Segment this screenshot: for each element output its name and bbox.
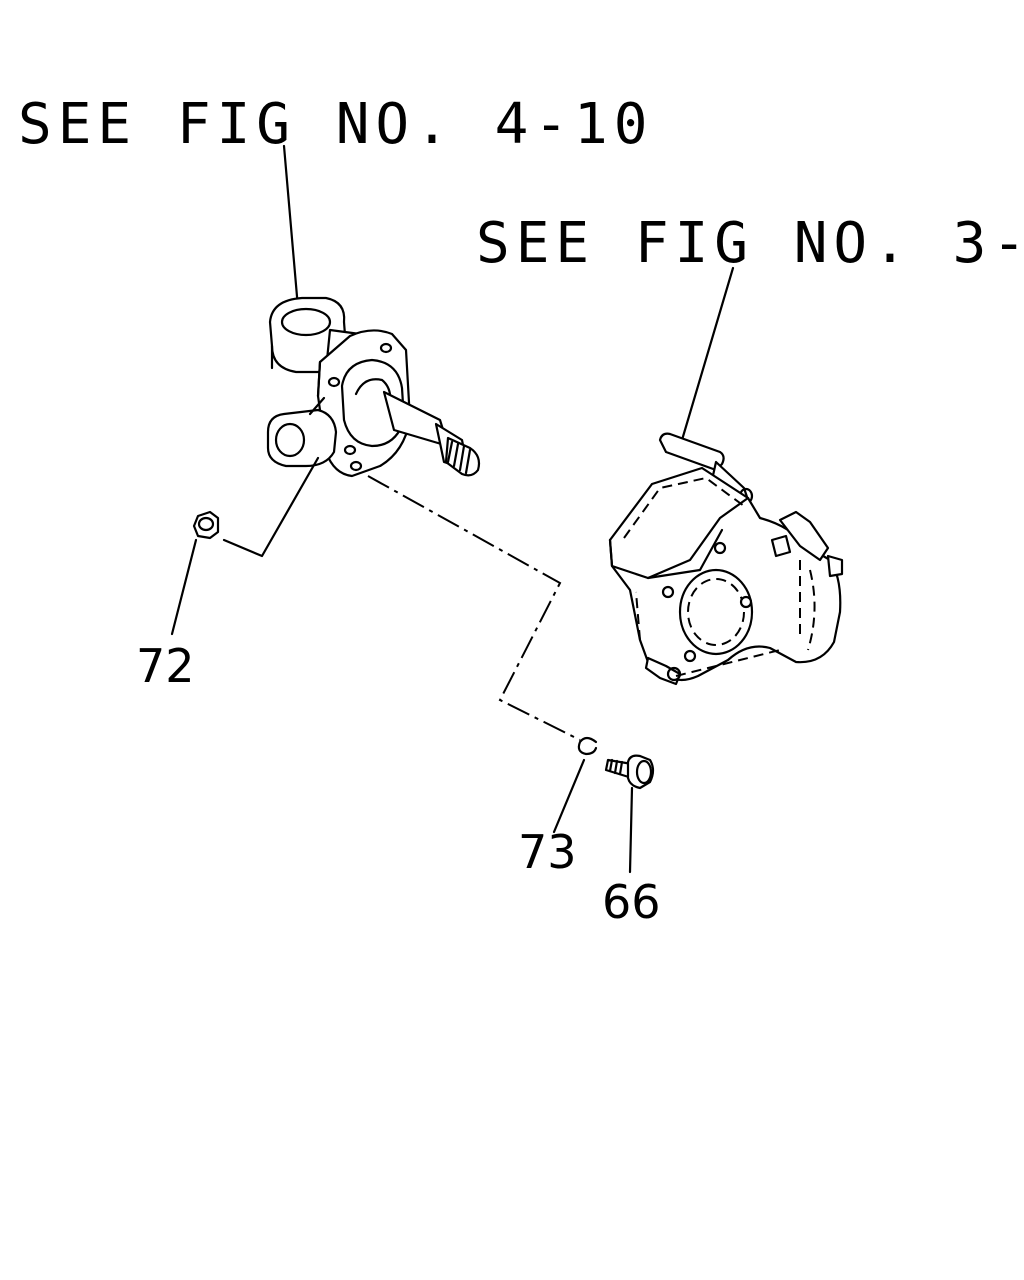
ref-label-housing: SEE FIG NO. 3-02 bbox=[476, 211, 1024, 276]
assembly-line-knuckle-washer bbox=[367, 475, 581, 741]
leader-knuckle-ref bbox=[282, 144, 300, 310]
housing-bracket bbox=[608, 432, 844, 686]
callout-nut-72: 72 bbox=[136, 639, 195, 693]
leader-washer-callout bbox=[552, 758, 586, 834]
washer-part bbox=[577, 736, 598, 756]
leader-bolt-callout bbox=[628, 786, 634, 874]
callout-washer-73: 73 bbox=[518, 825, 577, 879]
bolt-part bbox=[604, 754, 655, 790]
nut-part bbox=[192, 510, 220, 540]
leader-housing-ref bbox=[680, 266, 735, 442]
ref-label-knuckle: SEE FIG NO. 4-10 bbox=[18, 92, 653, 157]
leader-knuckle-nut bbox=[222, 456, 320, 558]
steering-knuckle bbox=[266, 296, 481, 478]
leader-nut-callout bbox=[170, 538, 198, 636]
callout-bolt-66: 66 bbox=[602, 875, 661, 929]
